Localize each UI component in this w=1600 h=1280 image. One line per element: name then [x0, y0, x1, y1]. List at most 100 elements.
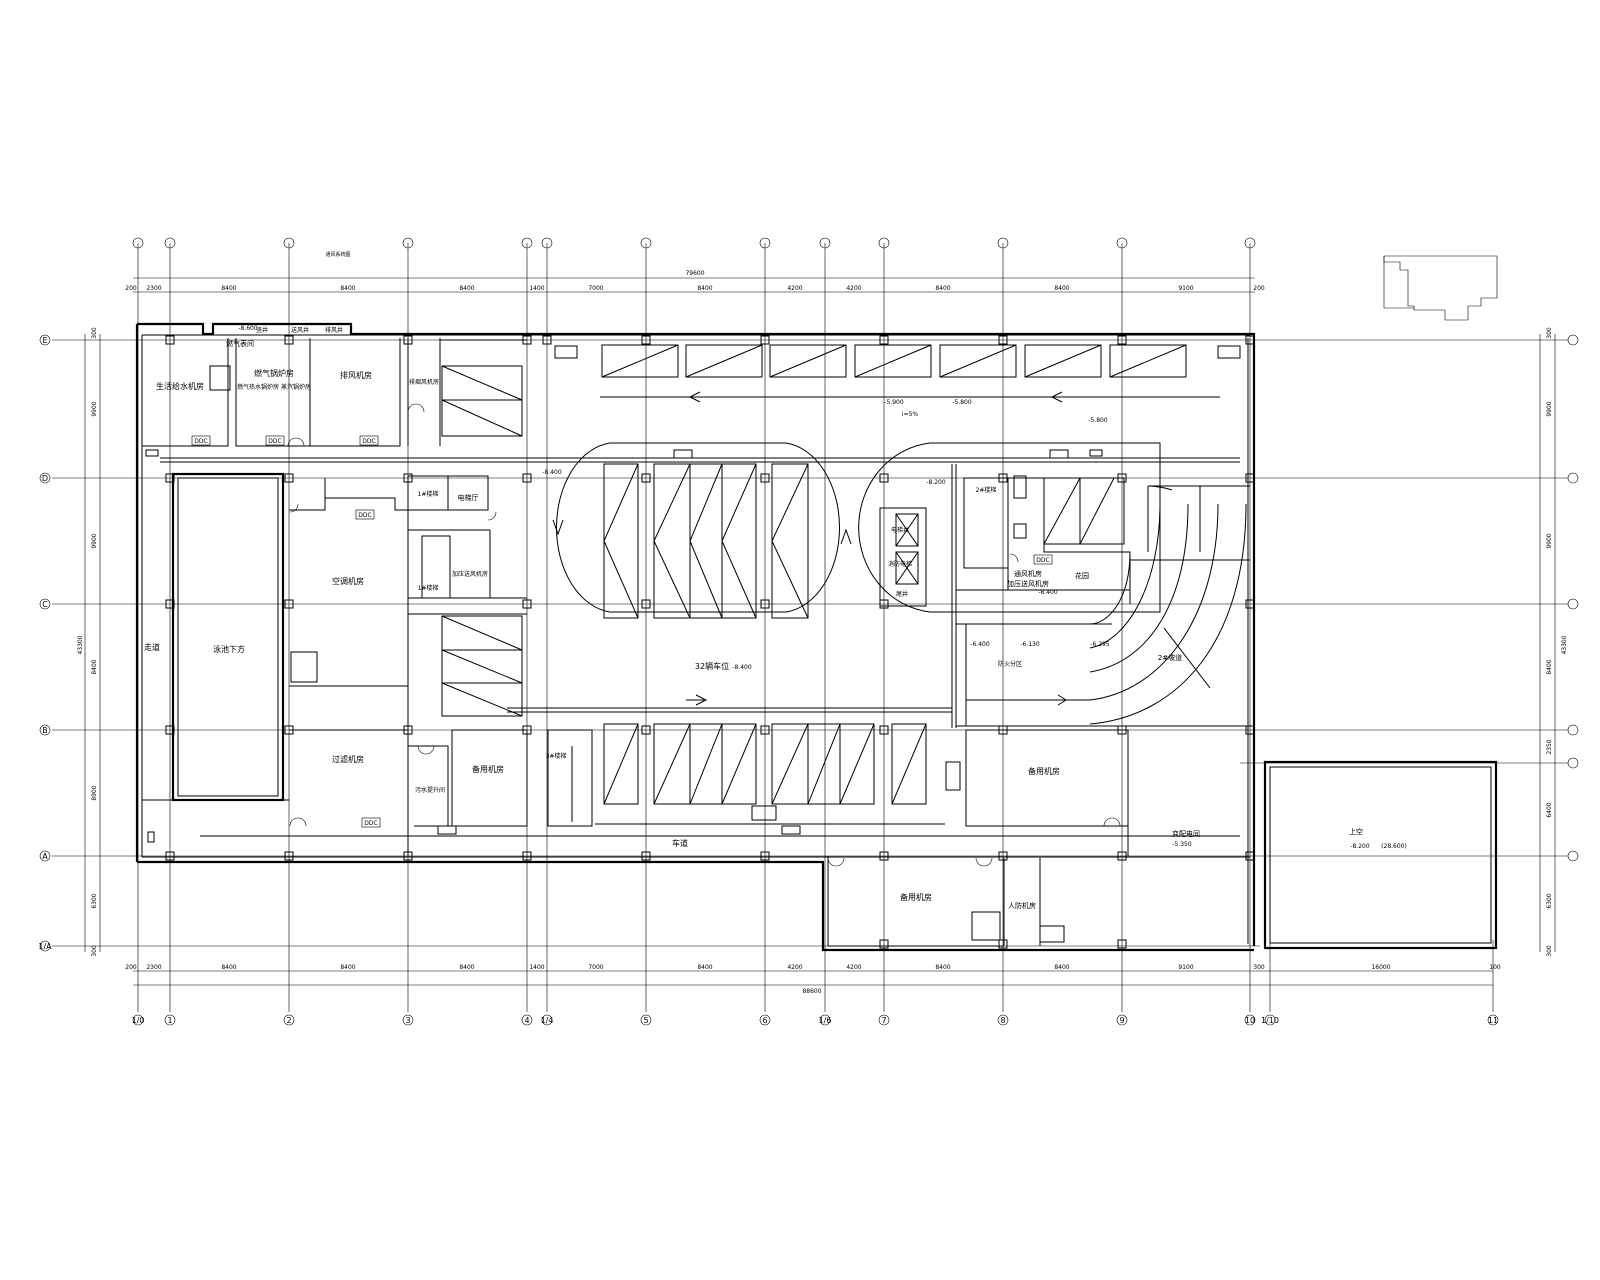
room-vert-shaft: 竖井: [256, 326, 268, 334]
room-pool-below: 泳池下方: [213, 644, 245, 654]
dim-span: 4200: [787, 285, 802, 292]
axis-y-label: 1/A: [38, 942, 52, 951]
axis-x-label: 8: [1000, 1016, 1005, 1025]
parking-top-row: [554, 344, 1241, 398]
elev-mark: -5.350: [1172, 841, 1192, 848]
room-ac: 空调机房: [332, 576, 364, 586]
right-zone-walls: [827, 464, 1254, 947]
dim-span: 6400: [1546, 802, 1553, 817]
axis-x-label: 10: [1245, 1016, 1255, 1025]
room-fan-top: 送风井: [291, 326, 309, 334]
parking-center: [556, 442, 1161, 619]
room-boiler-note: 燃气热水锅炉房 蒸汽锅炉房: [237, 383, 311, 391]
room-labels: 生活给水机房 燃气锅炉房 燃气热水锅炉房 蒸汽锅炉房 排风机房 排烟风机房 燃气…: [144, 251, 1363, 910]
axis-y-label: A: [42, 852, 48, 861]
axis-grid-vertical: [137, 243, 1494, 1012]
axis-x-label: 2: [286, 1016, 291, 1025]
dim-span: 9900: [1546, 533, 1553, 548]
room-elev-hall: 电梯厅: [458, 493, 479, 502]
elev-mark: (28.600): [1381, 843, 1407, 850]
key-plan: [1383, 255, 1498, 321]
room-spare3: 备用机房: [900, 892, 932, 902]
left-zone-walls: [142, 338, 1240, 856]
elev-mark: -5.800: [952, 399, 972, 406]
axis-bubbles-bottom: [132, 1014, 1499, 1026]
dim-span: 9900: [91, 401, 98, 416]
dim-span: 1400: [529, 964, 544, 971]
room-spare1: 备用机房: [472, 764, 504, 774]
axis-x-label: 1/10: [1261, 1016, 1279, 1025]
ddc-tag: DDC: [194, 438, 207, 445]
room-smoke-ext: 排烟风机房: [409, 378, 439, 386]
ddc-tag: DDC: [1036, 557, 1049, 564]
elev-mark: i=5%: [902, 411, 919, 418]
axis-x-label: 1/6: [819, 1016, 832, 1025]
axis-x-label: 9: [1119, 1016, 1124, 1025]
dim-span: 300: [1253, 964, 1265, 971]
elev-mark: -6.400: [970, 641, 990, 648]
ddc-tag: DDC: [364, 820, 377, 827]
axis-y-label: E: [42, 336, 47, 345]
equipment-boxes: [441, 365, 523, 717]
axis-labels: 1/0 1 2 3 4 1/4 5 6 1/6 7 8 9 10 1/10 11…: [38, 336, 1498, 1025]
room-stair1: 1#楼梯: [418, 490, 439, 498]
room-tailwell: 尾井: [896, 590, 908, 598]
axis-y-label: B: [42, 726, 48, 735]
room-gas-boiler: 燃气锅炉房: [254, 368, 294, 378]
room-stair3: 3#楼梯: [546, 752, 567, 760]
room-sewage: 污水提升间: [415, 786, 445, 794]
axis-x-label: 1/4: [541, 1016, 554, 1025]
elev-mark: -5.800: [1088, 417, 1108, 424]
dim-span: 7000: [588, 964, 603, 971]
dim-span: 100: [1489, 964, 1501, 971]
axis-x-label: 6: [762, 1016, 767, 1025]
inner-outline: [141, 334, 1492, 944]
elev-mark: -8.200: [1350, 843, 1370, 850]
dim-span: 4200: [787, 964, 802, 971]
dim-span: 16000: [1371, 964, 1390, 971]
axis-x-label: 1: [167, 1016, 172, 1025]
dim-span: 8400: [935, 285, 950, 292]
dim-span: 8400: [935, 964, 950, 971]
parking-bottom-row: [507, 707, 952, 827]
room-filter: 过滤机房: [332, 754, 364, 764]
dim-span: 300: [1546, 945, 1553, 957]
mech-symbols: [145, 365, 1103, 843]
room-parking: 32辆车位: [695, 661, 729, 671]
dim-span: 200: [125, 285, 137, 292]
axis-bubbles-right: [1567, 334, 1579, 862]
ddc-tag: DDC: [358, 512, 371, 519]
axis-x-label: 5: [643, 1016, 648, 1025]
dim-span: 9100: [1178, 964, 1193, 971]
dim-span: 8400: [340, 964, 355, 971]
room-supply-fan: 排风机房: [340, 370, 372, 380]
elev-mark: -8.400: [542, 469, 562, 476]
room-smoke-room: 加压送风机房: [452, 570, 488, 578]
dim-span: 9100: [1178, 285, 1193, 292]
room-life-water: 生活给水机房: [156, 381, 204, 391]
room-transformer: 变配电间: [1172, 829, 1200, 838]
dim-span: 2300: [146, 964, 161, 971]
room-dim-upper: 通风系统图: [325, 251, 350, 258]
dim-span: 8400: [1546, 659, 1553, 674]
dimension-text: 79600 88600 200 2300 8400 8400 8400 1400…: [125, 270, 1501, 995]
room-exh-top: 排风井: [325, 326, 343, 334]
elev-mark: -6.130: [1020, 641, 1040, 648]
dim-span: 9900: [1546, 401, 1553, 416]
elevation-labels: -8.600 -5.900 i=5% -5.800 -5.800 -8.200 …: [238, 325, 1407, 850]
dim-span: 8400: [340, 285, 355, 292]
dim-span: 1400: [529, 285, 544, 292]
room-fire-lane: 防火分区: [998, 660, 1022, 668]
ddc-tag: DDC: [362, 438, 375, 445]
elev-mark: -5.900: [884, 399, 904, 406]
room-void: 上空: [1349, 827, 1363, 836]
dim-span: 8400: [221, 964, 236, 971]
dim-span: 8400: [697, 964, 712, 971]
room-corridor: 走道: [144, 642, 160, 652]
dim-total-left: 43300: [77, 635, 84, 654]
dim-span: 8400: [459, 285, 474, 292]
axis-y-label: D: [42, 474, 48, 483]
dim-span: 7000: [588, 285, 603, 292]
room-lane: 车道: [672, 838, 688, 848]
